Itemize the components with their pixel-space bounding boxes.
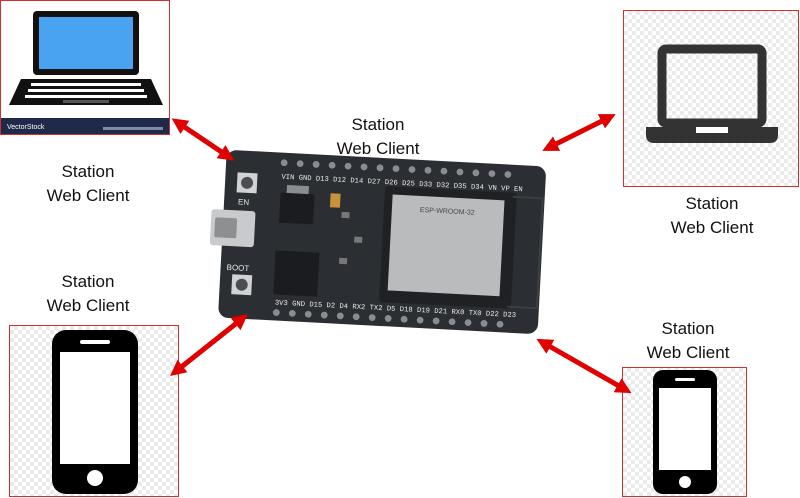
- arrow-top-left: [171, 118, 235, 161]
- phone-frame-bottom-right: [622, 367, 747, 497]
- arrow-top-right: [542, 114, 616, 151]
- smartphone-icon: [52, 330, 138, 494]
- watermark-text: VectorStock: [7, 124, 45, 131]
- label-web-client: Web Client: [46, 296, 130, 315]
- watermark-line: [103, 127, 163, 130]
- laptop-color-icon: [9, 11, 163, 105]
- label-station: Station: [685, 194, 739, 213]
- label-mid-left: Station Web Client: [28, 270, 148, 318]
- label-web-client: Web Client: [670, 218, 754, 237]
- arrow-bottom-right: [536, 338, 632, 394]
- watermark-bar: VectorStock: [1, 118, 169, 134]
- label-top-right: Station Web Client: [652, 192, 772, 240]
- label-top-center: Station Web Client: [318, 113, 438, 161]
- en-button-label: EN: [238, 197, 250, 207]
- label-web-client: Web Client: [646, 343, 730, 362]
- label-bottom-right: Station Web Client: [628, 317, 748, 365]
- label-station: Station: [351, 115, 405, 134]
- arrow-bottom-left: [169, 314, 249, 376]
- laptop-outline-icon: [646, 44, 778, 143]
- boot-button-label: BOOT: [226, 263, 249, 273]
- label-web-client: Web Client: [336, 139, 420, 158]
- module-label: ESP-WROOM-32: [420, 207, 475, 217]
- laptop-frame-top-right: [623, 10, 799, 187]
- label-station: Station: [661, 319, 715, 338]
- label-station: Station: [61, 272, 115, 291]
- laptop-frame-top-left: VectorStock: [0, 0, 170, 135]
- label-web-client: Web Client: [46, 186, 130, 205]
- esp32-board: VIN GND D13 D12 D14 D27 D26 D25 D33 D32 …: [210, 150, 546, 334]
- phone-frame-bottom-left: [9, 325, 179, 497]
- label-top-left: Station Web Client: [28, 160, 148, 208]
- smartphone-icon: [653, 370, 717, 494]
- label-station: Station: [61, 162, 115, 181]
